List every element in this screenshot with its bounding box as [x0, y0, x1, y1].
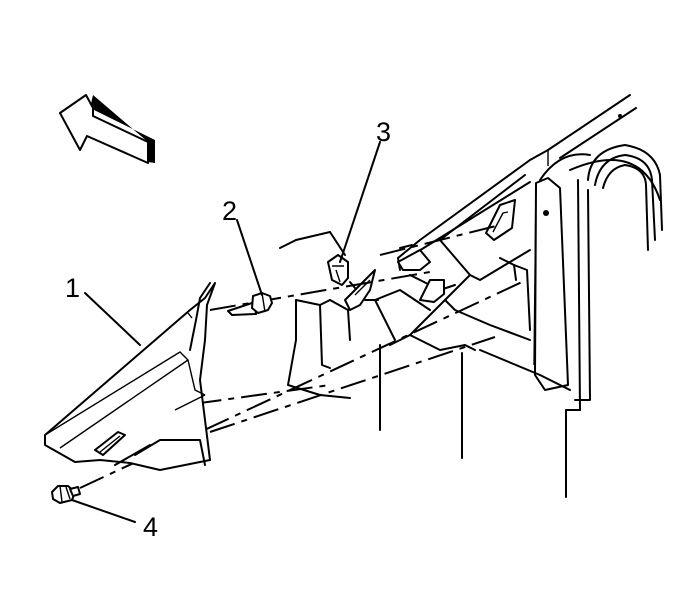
forward-direction-arrow-icon	[59, 94, 155, 164]
push-pin-part-2	[227, 292, 273, 316]
callout-labels: 1 2 3 4	[65, 117, 391, 542]
body-frame	[279, 94, 663, 498]
callout-1: 1	[65, 273, 80, 303]
bolt-part-4	[51, 485, 81, 504]
callout-4: 4	[143, 512, 158, 542]
callout-3: 3	[376, 117, 391, 147]
trim-panel-part-1	[44, 282, 216, 471]
callout-2: 2	[222, 196, 237, 226]
leader-lines	[71, 141, 381, 523]
clip-part-3	[327, 254, 349, 286]
